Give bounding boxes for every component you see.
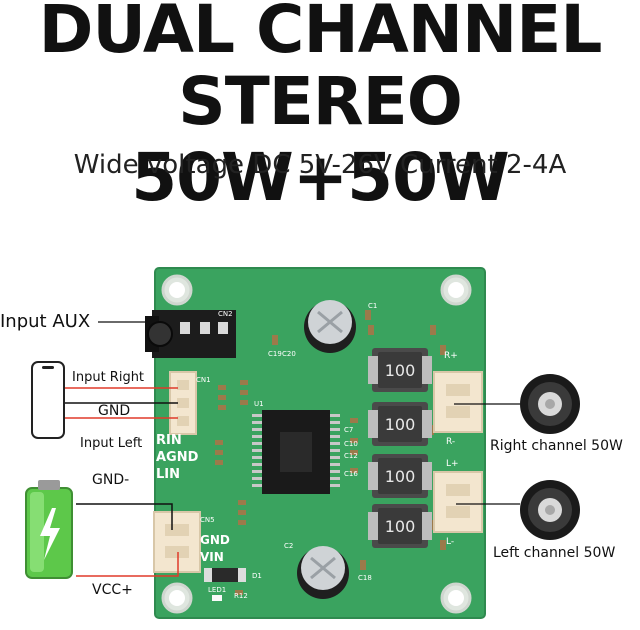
silk-c12: C12 xyxy=(344,452,358,460)
silk-r-plus: R+ xyxy=(444,351,458,361)
inductor: 100 xyxy=(368,348,432,392)
inductor: 100 xyxy=(368,504,432,548)
title-line-1: DUAL CHANNEL xyxy=(38,0,603,68)
mounting-hole xyxy=(161,274,193,306)
callout-lines xyxy=(98,321,520,505)
capacitor-bottom xyxy=(297,546,349,599)
silk-c16: C16 xyxy=(344,470,358,478)
silk-led1: LED1 xyxy=(208,586,226,594)
label-gnd: GND xyxy=(98,403,131,419)
label-left-channel: Left channel 50W xyxy=(493,545,616,561)
silk-l-minus: L- xyxy=(446,537,454,547)
silk-lin: LIN xyxy=(156,467,180,482)
silk-cn5: CN5 xyxy=(200,516,215,524)
diode xyxy=(204,568,246,582)
inductor-label: 100 xyxy=(385,467,416,486)
silk-c19: C19 xyxy=(268,350,282,358)
silk-c18: C18 xyxy=(358,574,372,582)
subtitle: Wide voltage DC 5V-26V Current 2-4A xyxy=(73,150,567,180)
silk-l-plus: L+ xyxy=(446,459,459,469)
label-vcc-plus: VCC+ xyxy=(92,582,133,598)
label-input-right: Input Right xyxy=(72,370,145,385)
power-header xyxy=(153,511,201,573)
label-gnd-minus: GND- xyxy=(92,472,130,488)
silk-u1: U1 xyxy=(254,400,264,408)
right-speaker-header xyxy=(433,371,483,433)
silk-rin: RIN xyxy=(156,433,182,448)
silk-c10: C10 xyxy=(344,440,358,448)
silk-gnd: GND xyxy=(200,533,230,547)
speaker-icon xyxy=(520,374,580,434)
silk-d1: D1 xyxy=(252,572,262,580)
silk-c2: C2 xyxy=(284,542,293,550)
label-right-channel: Right channel 50W xyxy=(490,438,623,454)
capacitor-top xyxy=(304,300,356,353)
inductor: 100 xyxy=(368,402,432,446)
title-line-2: STEREO 50W+50W xyxy=(131,63,510,216)
silk-cn1: CN1 xyxy=(196,376,211,384)
amplifier-chip xyxy=(252,410,340,494)
silk-r-minus: R- xyxy=(446,437,455,447)
label-input-aux: Input AUX xyxy=(0,311,91,332)
silk-cn2: CN2 xyxy=(218,310,233,318)
battery-icon xyxy=(25,480,73,579)
label-input-left: Input Left xyxy=(80,436,143,451)
silk-agnd: AGND xyxy=(156,450,199,465)
inductor-label: 100 xyxy=(385,517,416,536)
silk-c1: C1 xyxy=(368,302,377,310)
led xyxy=(212,595,222,601)
speaker-icon xyxy=(520,480,580,540)
inductor: 100 xyxy=(368,454,432,498)
inductor-label: 100 xyxy=(385,361,416,380)
phone-icon xyxy=(31,361,65,439)
silk-c20: C20 xyxy=(282,350,296,358)
left-speaker-header xyxy=(433,471,483,533)
wires xyxy=(62,387,179,577)
mounting-hole xyxy=(440,274,472,306)
silk-r12: R12 xyxy=(234,592,248,600)
mounting-hole xyxy=(440,582,472,614)
aux-jack xyxy=(145,310,236,358)
inductor-label: 100 xyxy=(385,415,416,434)
silk-vin: VIN xyxy=(200,550,224,564)
mounting-hole xyxy=(161,582,193,614)
silk-c7: C7 xyxy=(344,426,353,434)
